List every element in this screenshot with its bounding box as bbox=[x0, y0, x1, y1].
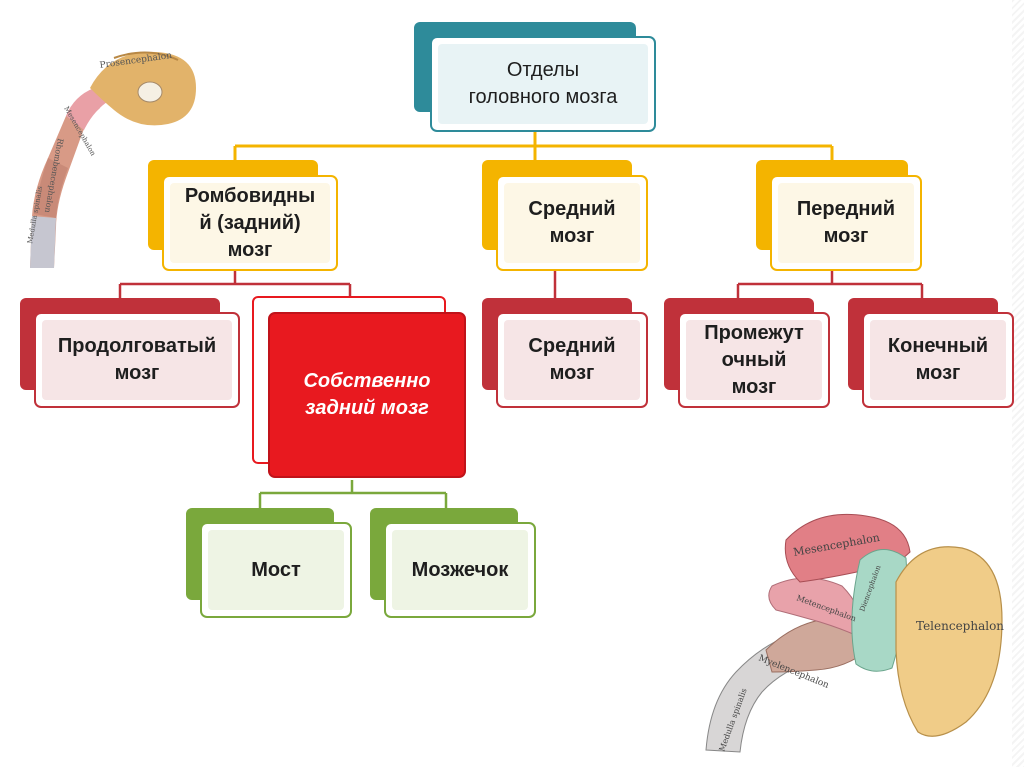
midbrain-label: Средний мозг bbox=[528, 335, 616, 384]
hindbrain-proper-label: Собственно задний мозг bbox=[303, 370, 431, 419]
embryo-brain-three-vesicles-illustration: Prosencephalon Mesencephalon Rhombenceph… bbox=[26, 51, 196, 268]
prosencephalon-label: Передний мозг bbox=[796, 198, 896, 247]
embryo-brain-five-vesicles-illustration: Mesencephalon Diencephalon Metencephalon… bbox=[705, 513, 1004, 753]
rhombencephalon-label: Ромбовидны й (задний) мозг bbox=[184, 184, 316, 261]
label-telencephalon-bottom: Telencephalon bbox=[916, 619, 1004, 633]
mesencephalon-label: Средний мозг bbox=[528, 198, 616, 247]
telencephalon-label: Конечный мозг bbox=[887, 335, 989, 384]
root-label: Отделы головного мозга bbox=[468, 59, 618, 108]
pons-label: Мост bbox=[251, 558, 301, 581]
cerebellum-label: Мозжечок bbox=[411, 558, 509, 581]
decorative-stripe bbox=[1012, 0, 1024, 767]
medulla-oblongata-label: Продолговатый мозг bbox=[57, 335, 217, 384]
diencephalon-label: Промежут очный мозг bbox=[704, 321, 804, 398]
